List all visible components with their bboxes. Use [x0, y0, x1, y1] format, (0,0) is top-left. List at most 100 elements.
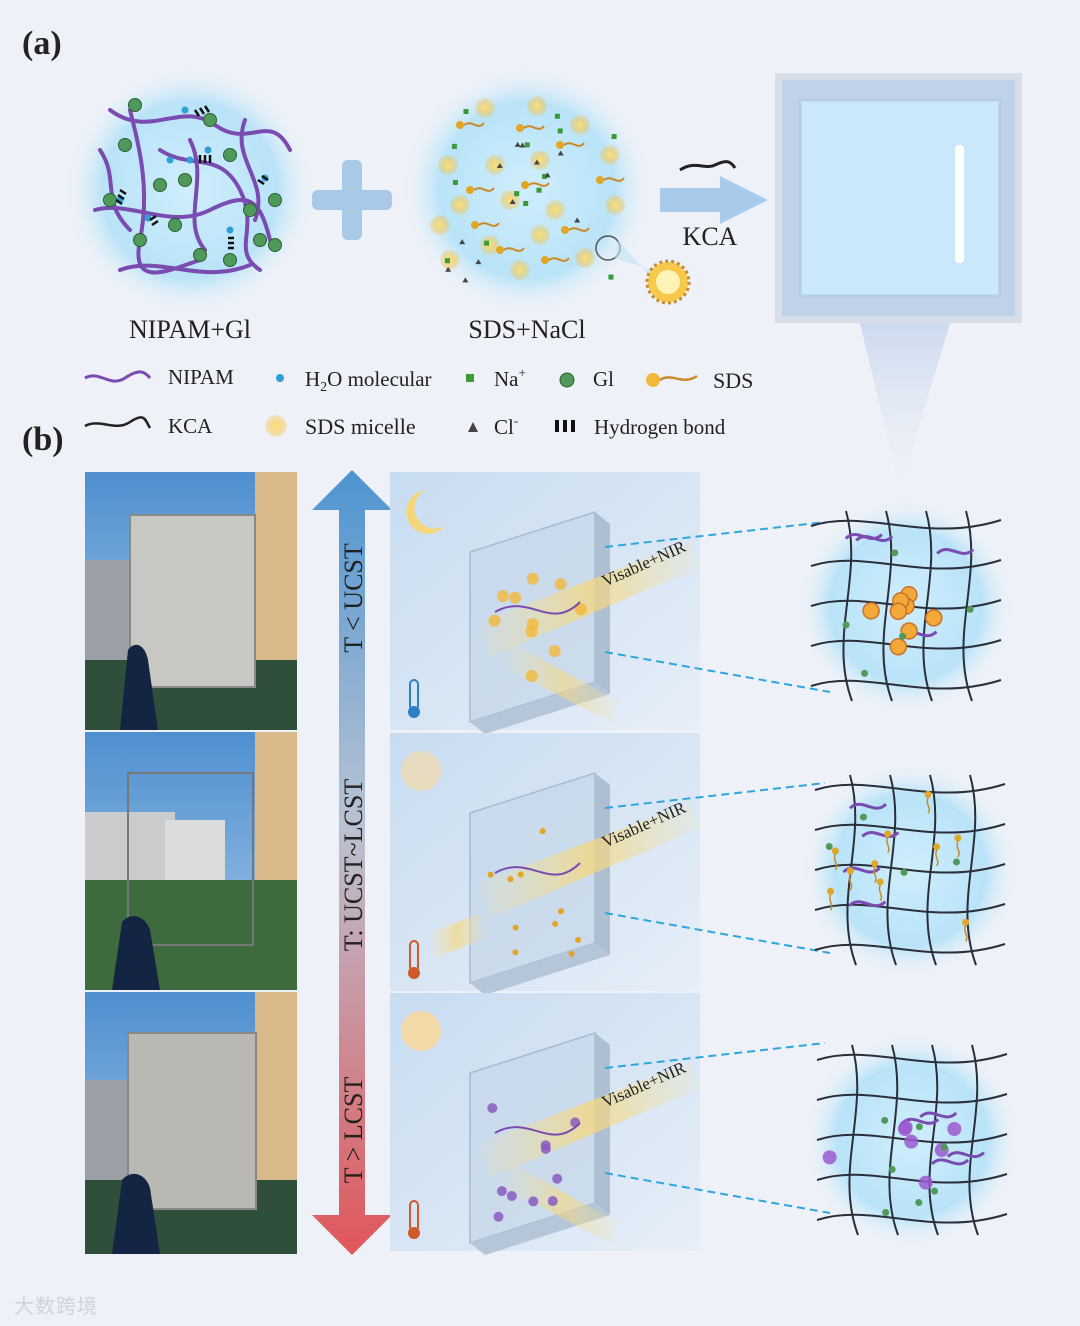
- photo-mid: [85, 732, 297, 990]
- sds-head: [924, 790, 932, 798]
- cl-particle: [462, 277, 469, 283]
- micelle-particle: [485, 155, 505, 175]
- arrow-label-mid: T: UCST~LCST: [339, 779, 368, 952]
- nipam-gl-circle: [65, 65, 315, 315]
- kca-strand: [922, 510, 933, 702]
- micelle-particle: [575, 248, 595, 268]
- zoom-line-top: [604, 521, 826, 548]
- na-particle: [463, 109, 469, 115]
- micelle-particle: [889, 638, 908, 656]
- legend-na: Na+: [494, 365, 526, 391]
- aggregate-particle: [918, 1175, 933, 1190]
- circle2-caption: SDS+NaCl: [468, 315, 585, 344]
- panel-label-b: (b): [22, 421, 64, 458]
- gl-particle: [940, 1143, 948, 1151]
- kca-strand: [814, 903, 1006, 914]
- gl-particle: [842, 621, 850, 629]
- na-particle: [444, 258, 450, 264]
- kca-icon: [84, 416, 152, 429]
- sds-tail: [926, 797, 931, 814]
- micelle-particle: [548, 645, 561, 658]
- kca-strand: [926, 774, 937, 966]
- cl-particle: [496, 163, 503, 169]
- kca-strand: [882, 510, 893, 702]
- sds-head: [846, 867, 854, 875]
- sds-particle: [568, 950, 575, 957]
- scattered-beam: [505, 642, 620, 722]
- na-particle: [484, 240, 490, 246]
- legend-kca: KCA: [168, 414, 213, 438]
- gl-particle: [223, 253, 237, 267]
- micelle-particle: [605, 195, 625, 215]
- sds-particle: [539, 828, 546, 835]
- kca-strand: [810, 679, 1002, 690]
- sds-particle: [558, 908, 565, 915]
- na-particle: [514, 191, 520, 197]
- aggregate-particle: [487, 1103, 498, 1114]
- gl-particle: [882, 1209, 890, 1217]
- gl-particle: [153, 178, 167, 192]
- sds-head: [962, 918, 970, 926]
- glass-bottom: [470, 943, 610, 995]
- gl-particle: [178, 173, 192, 187]
- gl-particle: [888, 1165, 896, 1173]
- na-particle: [611, 134, 617, 140]
- micelle-particle: [889, 602, 908, 621]
- sds-tail: [503, 247, 525, 252]
- sds-head: [871, 860, 879, 868]
- water-particle: [181, 106, 189, 114]
- sds-tail: [473, 187, 495, 192]
- na-particle: [557, 128, 563, 134]
- micelle-particle: [925, 609, 943, 627]
- water-icon: [276, 374, 284, 382]
- micelle-particle: [570, 115, 590, 135]
- sds-particle: [487, 871, 494, 878]
- micelle-particle: [525, 669, 538, 682]
- aggregate-particle: [547, 1196, 558, 1207]
- na-particle: [554, 113, 560, 119]
- legend-gl: Gl: [593, 367, 614, 391]
- sds-tail: [568, 227, 590, 232]
- aggregate-particle: [822, 1150, 837, 1165]
- chain-strand: [494, 601, 581, 615]
- water-particle: [226, 226, 234, 234]
- sds-head: [884, 830, 892, 838]
- kca-strand: [814, 943, 1006, 954]
- aggregate-particle: [570, 1117, 581, 1128]
- aggregate-particle: [947, 1121, 962, 1136]
- sds-particle: [512, 924, 519, 931]
- scattered-beam: [505, 1163, 620, 1243]
- kca-strand: [968, 1044, 979, 1236]
- sds-tail: [935, 849, 939, 867]
- zoom-line-top: [604, 782, 826, 809]
- micelle-particle: [450, 195, 470, 215]
- micelle-particle: [475, 98, 495, 118]
- water-particle: [204, 146, 212, 154]
- sds-head: [471, 221, 479, 229]
- micelle-particle: [527, 96, 547, 116]
- legend-nipam: NIPAM: [168, 365, 234, 389]
- micelle-zoom: [645, 259, 691, 305]
- aggregate-particle: [898, 1120, 913, 1135]
- sds-head: [521, 181, 529, 189]
- sds-head: [831, 847, 839, 855]
- plus-icon: [312, 160, 392, 240]
- micelle-particle: [526, 572, 539, 585]
- gl-particle: [900, 868, 908, 876]
- legend-h2o: H2O molecular: [305, 367, 432, 395]
- aggregate-particle: [904, 1134, 919, 1149]
- legend: NIPAM H2O molecular Na+ Gl SDS KCA SDS m…: [84, 365, 753, 439]
- arrow-label-bottom: T > LCST: [339, 1077, 368, 1184]
- aggregate-particle: [528, 1196, 539, 1207]
- sds-tail: [833, 853, 838, 871]
- state-panel-cold: Visable+NIR: [390, 472, 831, 734]
- moon-icon: [406, 490, 445, 534]
- cl-particle: [533, 159, 540, 165]
- aggregate-particle: [540, 1143, 551, 1154]
- sds-head: [496, 246, 504, 254]
- cl-particle: [544, 172, 551, 178]
- sds-tail: [886, 836, 890, 854]
- kca-strand: [888, 1044, 899, 1236]
- gl-particle: [966, 605, 974, 613]
